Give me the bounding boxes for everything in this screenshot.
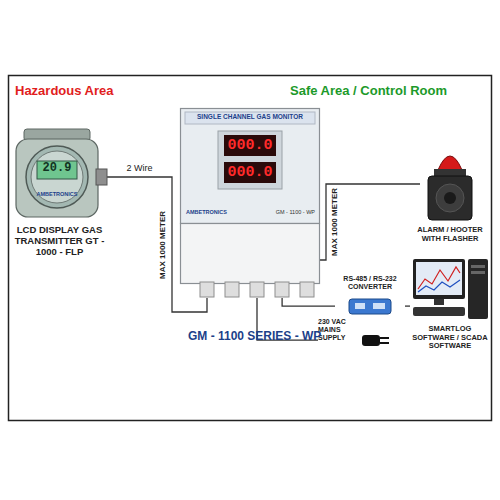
cable-connector — [282, 298, 335, 306]
scada-computer-drawing — [410, 255, 490, 370]
gas-monitor-drawing — [180, 108, 320, 298]
distance-note: MAX 1000 METER — [158, 211, 167, 279]
gas-transmitter-drawing — [12, 125, 107, 295]
brand-name: AMBETRONICS — [186, 209, 246, 215]
scada-computer: SMARTLOG SOFTWARE / SCADA SOFTWARE — [410, 255, 490, 370]
cable-connector — [320, 184, 420, 260]
model-number: GM - 1100 - WP — [258, 209, 315, 215]
cable-label: 2 Wire — [126, 163, 152, 173]
led-display: 000.0 — [224, 163, 276, 182]
device-label: 230 VAC MAINS SUPPLY — [318, 318, 360, 342]
mains-plug: 230 VAC MAINS SUPPLY — [318, 318, 398, 350]
protocol-converter: RS-485 / RS-232 CONVERTER — [335, 275, 405, 317]
gas-transmitter: 20.9AMBETRONICS LCD DISPLAY GAS TRANSMITT… — [12, 125, 107, 295]
cable-connector — [405, 305, 410, 306]
device-label: ALARM / HOOTER WITH FLASHER — [410, 226, 490, 243]
series-caption: GM - 1100 SERIES - WP — [188, 330, 321, 344]
distance-note: MAX 1000 METER — [330, 188, 339, 256]
alarm-hooter: ALARM / HOOTER WITH FLASHER — [420, 140, 480, 250]
led-display: 000.0 — [224, 136, 276, 155]
brand-name: AMBETRONICS — [30, 191, 84, 197]
device-label: RS-485 / RS-232 CONVERTER — [335, 275, 405, 291]
panel-title: SINGLE CHANNEL GAS MONITOR — [185, 113, 315, 120]
lcd-reading: 20.9 — [37, 162, 77, 176]
frame-border — [9, 76, 492, 421]
area-heading: Hazardous Area — [15, 84, 114, 99]
gas-monitor: SINGLE CHANNEL GAS MONITOR 000.0 000.0AMBE… — [180, 108, 320, 298]
area-heading: Safe Area / Control Room — [290, 84, 447, 99]
device-label: LCD DISPLAY GAS TRANSMITTER GT - 1000 - … — [12, 225, 107, 258]
device-label: SMARTLOG SOFTWARE / SCADA SOFTWARE — [410, 325, 490, 351]
